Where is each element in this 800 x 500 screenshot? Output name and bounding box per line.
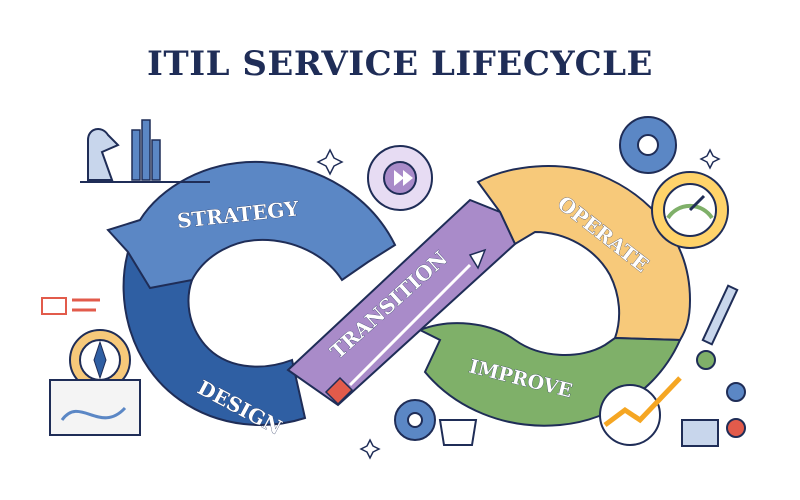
gear-icon — [394, 399, 436, 441]
gear-icon — [367, 145, 433, 211]
checklist-icon — [41, 297, 100, 315]
location-pin-icon — [696, 350, 716, 370]
location-pin-icon — [726, 382, 746, 402]
arrow-head — [468, 248, 487, 270]
page-title: ITIL SERVICE LIFECYCLE — [147, 44, 653, 84]
arrow-shaft — [348, 263, 472, 387]
gear-icon — [619, 116, 677, 174]
arrow-fletching — [324, 376, 354, 406]
document-icon — [681, 419, 719, 447]
chess-chart-icon — [80, 119, 210, 183]
sparkle-icon — [316, 148, 344, 176]
pencil-icon — [701, 284, 739, 346]
sparkle-icon — [359, 438, 381, 460]
sparkle-icon — [699, 148, 721, 170]
location-pin-icon — [726, 418, 746, 438]
gauge-icon — [651, 171, 729, 249]
growth-chart-icon — [599, 376, 682, 446]
map-icon — [49, 379, 141, 436]
coffee-cup-icon — [438, 419, 478, 446]
strategy-segment: STRATEGY — [106, 160, 397, 290]
